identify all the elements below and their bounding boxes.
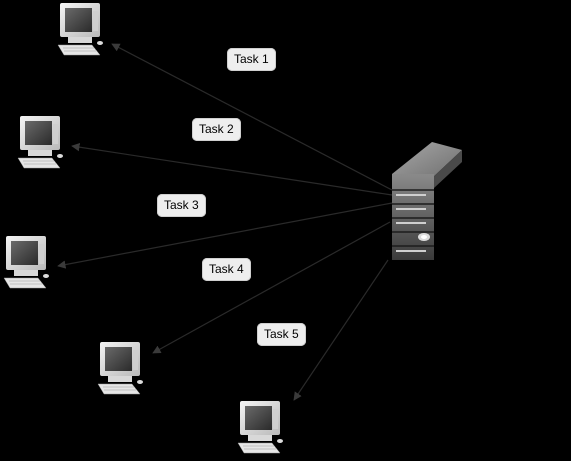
task-label-4: Task 4 (202, 258, 251, 281)
task-arrow-4 (152, 221, 391, 354)
task-label-3: Task 3 (157, 194, 206, 217)
computer-icon (17, 116, 63, 169)
computer-icon (57, 3, 103, 56)
server-icon (392, 142, 462, 260)
task-arrow-3 (57, 202, 393, 269)
computer-icon (237, 401, 283, 454)
computer-icon (3, 236, 49, 289)
computer-icon (97, 342, 143, 395)
task-label-5: Task 5 (257, 323, 306, 346)
task-label-1: Task 1 (227, 48, 276, 71)
task-arrow-2 (71, 142, 393, 196)
task-label-2: Task 2 (192, 118, 241, 141)
task-arrow-1 (111, 43, 393, 191)
task-arrow-5 (293, 259, 389, 401)
